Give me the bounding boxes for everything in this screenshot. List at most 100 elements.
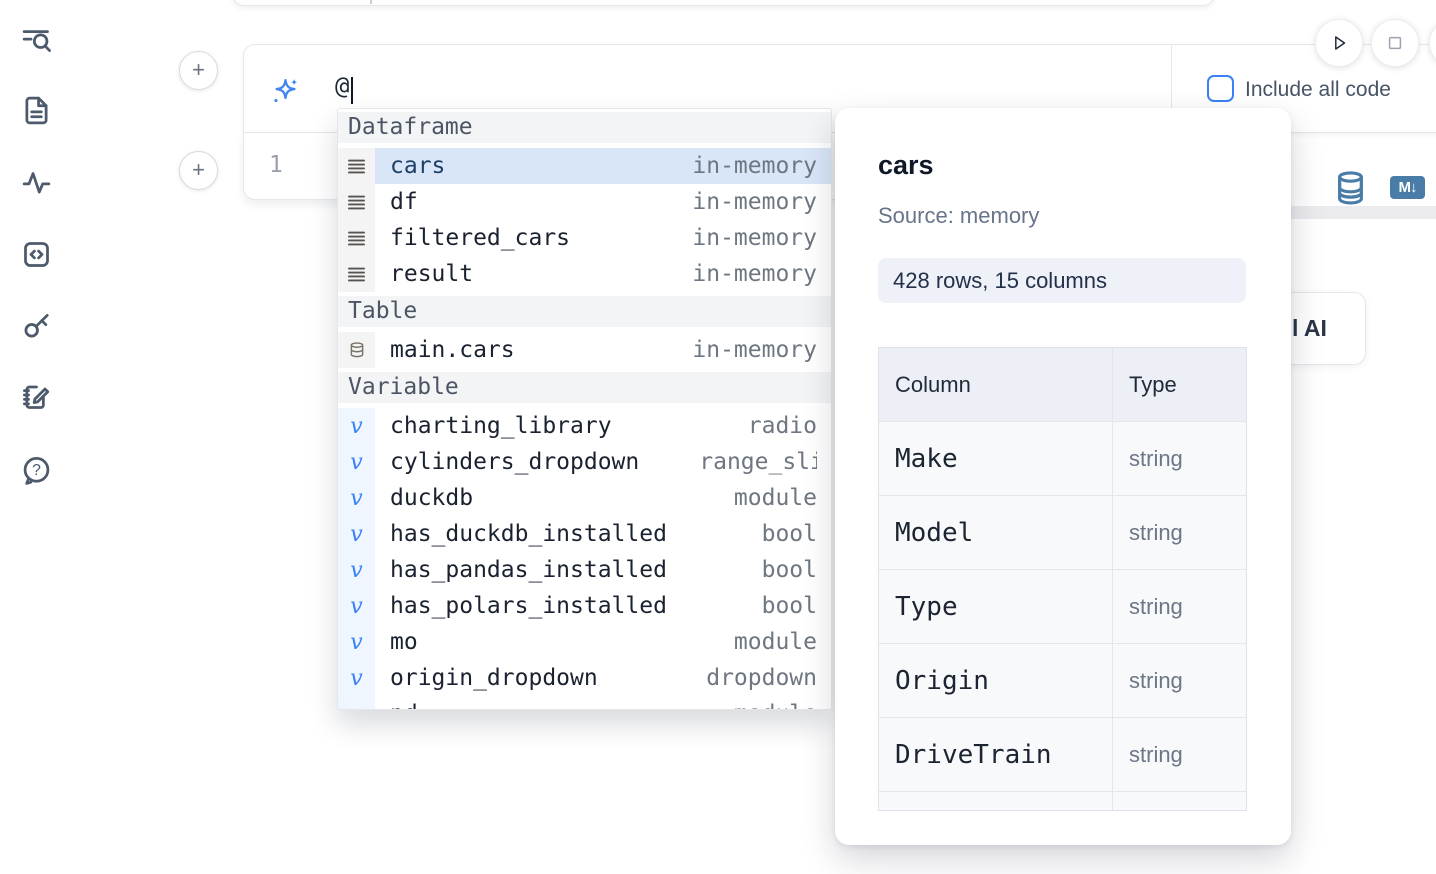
column-name: DriveTrain	[895, 739, 1052, 770]
previous-cell-cursor	[370, 0, 372, 4]
autocomplete-item-has-pandas-installed[interactable]: has_pandas_installed bool	[338, 552, 831, 588]
item-name: result	[390, 261, 474, 287]
item-name: duckdb	[390, 485, 474, 511]
item-type: bool	[761, 521, 817, 547]
schema-row-make: Make string	[879, 422, 1246, 496]
item-name: cylinders_dropdown	[390, 449, 640, 475]
column-name: Make	[895, 443, 958, 474]
autocomplete-item-main-cars[interactable]: main.cars in-memory	[338, 332, 831, 368]
item-name: main.cars	[390, 337, 515, 363]
schema-header-row: Column Type	[879, 348, 1246, 422]
document-icon[interactable]	[20, 94, 53, 127]
autocomplete-dropdown[interactable]: Dataframe cars in-memory df in-memory fi…	[337, 108, 832, 710]
dataframe-icon	[338, 220, 375, 256]
activity-icon[interactable]	[20, 166, 53, 199]
autocomplete-item-origin-dropdown[interactable]: origin_dropdown dropdown	[338, 660, 831, 696]
item-name: has_pandas_installed	[390, 557, 667, 583]
scratchpad-icon[interactable]	[20, 381, 53, 414]
type-header: Type	[1113, 348, 1246, 422]
schema-row-origin: Origin string	[879, 644, 1246, 718]
ai-prompt-input[interactable]: @	[335, 72, 350, 100]
ai-button-label: l AI	[1292, 315, 1327, 341]
autocomplete-item-charting-library[interactable]: charting_library radio	[338, 408, 831, 444]
item-type: in-memory	[692, 261, 817, 287]
column-name: Origin	[895, 665, 989, 696]
stop-button[interactable]	[1371, 19, 1419, 67]
schema-row-drivetrain: DriveTrain string	[879, 718, 1246, 792]
variable-icon	[338, 588, 375, 624]
autocomplete-item-mo[interactable]: mo module	[338, 624, 831, 660]
item-type: module	[733, 629, 817, 655]
database-icon[interactable]	[1336, 171, 1365, 205]
text-cursor	[351, 77, 353, 104]
item-type: range_slider	[699, 449, 817, 475]
item-type: bool	[761, 557, 817, 583]
autocomplete-item-clipped[interactable]: pd module	[338, 696, 831, 709]
run-button[interactable]	[1315, 19, 1363, 67]
preview-source: Source: memory	[878, 203, 1040, 228]
key-icon[interactable]	[20, 309, 53, 342]
output-table-header-fragment	[1291, 206, 1436, 219]
line-number: 1	[269, 152, 283, 178]
variable-icon	[338, 696, 375, 709]
column-type: string	[1129, 593, 1183, 619]
item-name: has_duckdb_installed	[390, 521, 667, 547]
code-block-icon[interactable]	[20, 238, 53, 271]
add-cell-below-button[interactable]: +	[179, 151, 218, 190]
dataframe-preview-popup: cars Source: memory 428 rows, 15 columns…	[835, 108, 1291, 845]
autocomplete-item-filtered-cars[interactable]: filtered_cars in-memory	[338, 220, 831, 256]
add-cell-above-button[interactable]: +	[179, 51, 218, 90]
item-type: radio	[747, 413, 817, 439]
autocomplete-item-df[interactable]: df in-memory	[338, 184, 831, 220]
item-name: has_polars_installed	[390, 593, 667, 619]
item-type: dropdown	[706, 665, 817, 691]
include-all-code-label: Include all code	[1245, 78, 1391, 101]
preview-title: cars	[878, 150, 934, 180]
item-type: in-memory	[692, 189, 817, 215]
markdown-export-icon[interactable]: M↓	[1390, 176, 1425, 199]
include-all-code-checkbox[interactable]	[1207, 75, 1234, 102]
autocomplete-item-duckdb[interactable]: duckdb module	[338, 480, 831, 516]
variable-icon	[338, 552, 375, 588]
variable-icon	[338, 660, 375, 696]
autocomplete-item-cars[interactable]: cars in-memory	[338, 148, 831, 184]
autocomplete-item-result[interactable]: result in-memory	[338, 256, 831, 292]
section-header-dataframe: Dataframe	[338, 112, 831, 143]
schema-row-clipped	[879, 792, 1246, 810]
item-type: bool	[761, 593, 817, 619]
help-chat-icon[interactable]: ?	[20, 454, 53, 487]
schema-row-model: Model string	[879, 496, 1246, 570]
column-type: string	[1129, 741, 1183, 767]
search-list-icon[interactable]	[20, 24, 53, 57]
item-type: in-memory	[692, 153, 817, 179]
cell-divider	[1171, 45, 1172, 132]
column-name: Type	[895, 591, 958, 622]
column-name: Model	[895, 517, 974, 548]
column-header: Column	[879, 348, 1113, 422]
column-type: string	[1129, 519, 1183, 545]
section-header-table: Table	[338, 296, 831, 327]
item-name: df	[390, 189, 418, 215]
variable-icon	[338, 480, 375, 516]
schema-row-type: Type string	[879, 570, 1246, 644]
item-name: charting_library	[390, 413, 612, 439]
svg-text:?: ?	[32, 462, 41, 479]
table-database-icon	[338, 332, 375, 368]
shape-badge: 428 rows, 15 columns	[878, 258, 1246, 303]
previous-cell-fragment	[232, 0, 1215, 6]
dataframe-icon	[338, 148, 375, 184]
item-type: module	[674, 701, 817, 709]
item-type: in-memory	[692, 337, 817, 363]
autocomplete-item-has-duckdb-installed[interactable]: has_duckdb_installed bool	[338, 516, 831, 552]
item-name: origin_dropdown	[390, 665, 598, 691]
item-type: module	[733, 485, 817, 511]
item-type: in-memory	[692, 225, 817, 251]
item-name: mo	[390, 629, 418, 655]
variable-icon	[338, 408, 375, 444]
item-name: pd	[390, 701, 418, 709]
autocomplete-item-cylinders-dropdown[interactable]: cylinders_dropdown range_slider	[338, 444, 831, 480]
schema-table: Column Type Make string Model string Typ…	[878, 347, 1247, 811]
autocomplete-item-has-polars-installed[interactable]: has_polars_installed bool	[338, 588, 831, 624]
ai-sparkles-icon	[270, 76, 301, 107]
column-type: string	[1129, 445, 1183, 471]
